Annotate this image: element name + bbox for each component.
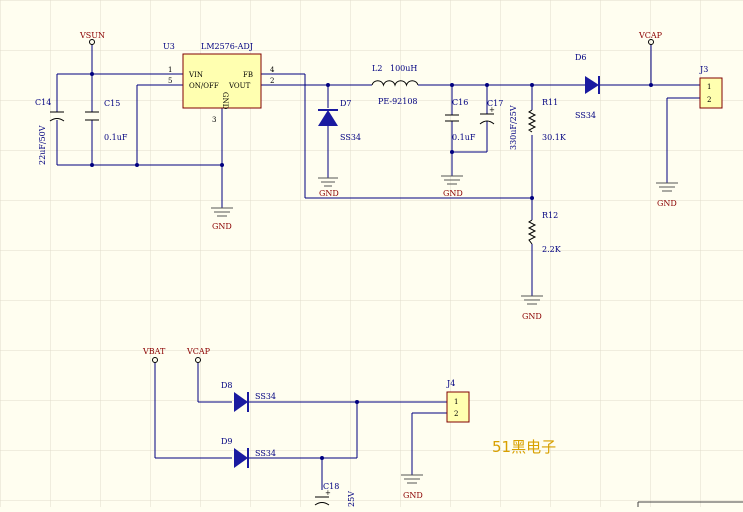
r11-resistor[interactable]: R11 30.1K [527,98,567,142]
j4-connector[interactable]: J4 1 2 [446,379,470,423]
c16-capacitor[interactable]: C16 0.1uF [445,98,476,142]
net-vbat: VBAT [142,347,166,363]
c17-value: 330uF/25V [509,105,518,150]
d7-value: SS34 [340,133,361,142]
d9-diode[interactable]: D9 SS34 [221,437,276,468]
u3-pin-vin: VIN [188,71,203,79]
c18-ref: C18 [323,482,339,491]
u3-pin-gnd: GND [221,92,229,110]
c14-ref: C14 [35,98,51,107]
svg-text:+: + [325,489,331,497]
c15-ref: C15 [104,99,120,108]
gnd-c16-label: GND [443,189,463,198]
d7-diode[interactable]: D7 SS34 [318,99,361,142]
wires-upper [56,44,700,296]
j3-connector[interactable]: J3 1 2 [699,65,723,109]
c15-value: 0.1uF [104,133,128,142]
l2-inductor[interactable]: L2 100uH PE-92108 [371,64,419,106]
gnd-j4: GND [401,474,423,500]
u3-pin1-num: 1 [168,66,172,74]
d6-diode[interactable]: D6 SS34 [575,53,600,120]
u3-regulator[interactable]: U3 LM2576-ADJ VIN ON/OFF FB VOUT GND 1 5… [163,42,275,124]
c17-ref: C17 [487,99,503,108]
gnd-j3-label: GND [657,199,677,208]
c16-ref: C16 [452,98,468,107]
u3-pin-fb: FB [243,71,253,79]
junctions-upper [90,72,653,200]
r12-value: 2.2K [542,245,562,254]
l2-value: 100uH [390,64,417,73]
u3-ref: U3 [163,42,175,51]
r12-resistor[interactable]: R12 2.2K [527,211,562,254]
j4-pin2: 2 [454,410,458,418]
net-vbat-label: VBAT [142,347,166,356]
u3-pin3-num: 3 [212,116,216,124]
r11-value: 30.1K [542,133,567,142]
u3-part: LM2576-ADJ [201,42,253,51]
gnd-c16: GND [441,175,463,198]
d8-ref: D8 [221,381,233,390]
junctions-lower [320,400,359,460]
c15-capacitor[interactable]: C15 0.1uF [85,99,128,142]
d7-ref: D7 [340,99,352,108]
net-vcap-top-label: VCAP [638,31,663,40]
j3-pin2: 2 [707,96,711,104]
r12-ref: R12 [542,211,558,220]
watermark-text: 51黑电子 [492,438,556,456]
gnd-d7: GND [318,177,339,198]
net-vcap-bottom-label: VCAP [186,347,211,356]
c16-value: 0.1uF [452,133,476,142]
d8-value: SS34 [255,392,276,401]
u3-pin-onoff: ON/OFF [189,82,219,90]
gnd-j3: GND [656,182,678,208]
c14-value: 22uF/50V [38,125,47,165]
net-vsun-label: VSUN [79,31,105,40]
j3-ref: J3 [699,65,708,74]
u3-pin2-num: 2 [270,77,274,85]
l2-ref: L2 [372,64,382,73]
u3-pin5-num: 5 [168,77,172,85]
u3-pin4-num: 4 [270,66,275,74]
c17-capacitor[interactable]: + C17 330uF/25V [479,99,518,150]
j4-ref: J4 [446,379,455,388]
d9-ref: D9 [221,437,233,446]
gnd-d7-label: GND [319,189,339,198]
gnd-j4-label: GND [403,491,423,500]
d9-value: SS34 [255,449,276,458]
net-vcap-top: VCAP [638,31,663,45]
title-block-corner [637,501,743,507]
r11-ref: R11 [542,98,558,107]
gnd-r12: GND [521,295,543,321]
l2-part: PE-92108 [378,97,418,106]
svg-text:+: + [489,106,495,114]
j3-pin1: 1 [707,83,711,91]
c18-value: 25V [347,491,356,507]
net-vsun: VSUN [79,31,105,45]
net-vcap-bottom: VCAP [186,347,211,363]
wires-lower [154,362,447,490]
gnd-r12-label: GND [522,312,542,321]
u3-pin-vout: VOUT [228,82,251,90]
d8-diode[interactable]: D8 SS34 [221,381,276,412]
d6-ref: D6 [575,53,587,62]
j4-pin1: 1 [454,398,458,406]
gnd-u3: GND [211,207,233,231]
c18-capacitor[interactable]: + C18 25V [314,482,356,507]
gnd-u3-label: GND [212,222,232,231]
d6-value: SS34 [575,111,596,120]
c14-capacitor[interactable]: C14 22uF/50V [35,98,65,165]
